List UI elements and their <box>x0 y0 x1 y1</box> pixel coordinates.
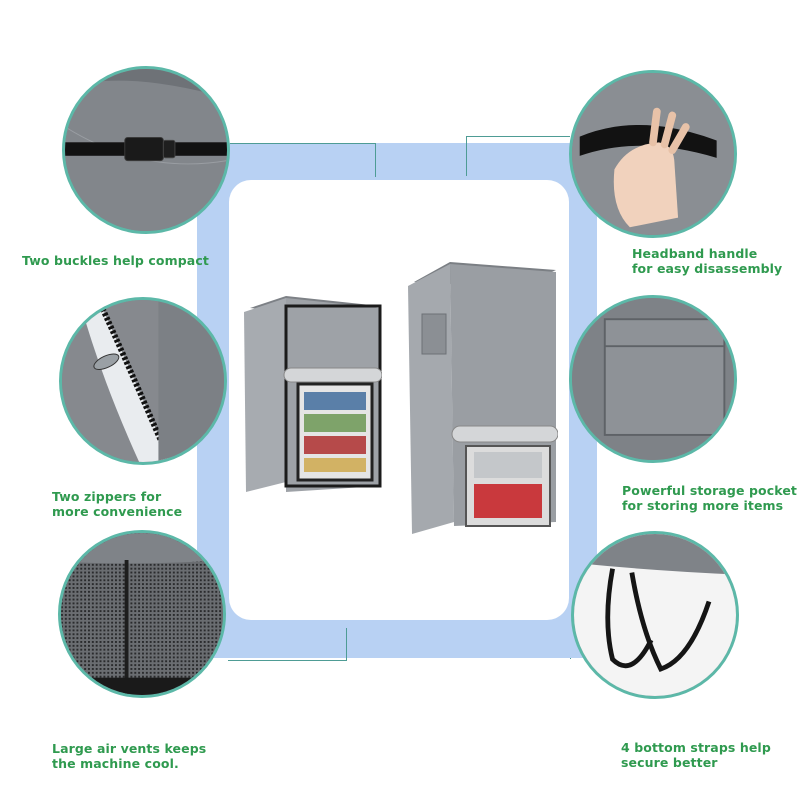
caption-buckles: Two buckles help compact <box>22 253 209 268</box>
straps-detail-circle <box>571 531 739 699</box>
buckle-detail-image <box>65 69 227 231</box>
connector-line <box>570 658 571 659</box>
tall-fridge-cover <box>406 262 559 536</box>
connector-line <box>466 136 467 176</box>
connector-line <box>230 143 376 144</box>
caption-zippers: Two zippers for more convenience <box>52 489 183 519</box>
connector-line <box>346 628 347 661</box>
pocket-detail-image <box>572 298 734 460</box>
vents-detail-circle <box>58 530 226 698</box>
caption-pocket: Powerful storage pocket for storing more… <box>622 483 797 513</box>
handle-detail-image <box>572 73 734 235</box>
short-fridge-cover <box>242 296 383 494</box>
caption-straps: 4 bottom straps help secure better <box>621 740 771 770</box>
zipper-detail-image <box>62 300 224 462</box>
vents-detail-image <box>61 533 223 695</box>
handle-detail-circle <box>569 70 737 238</box>
connector-line <box>466 136 570 137</box>
connector-line <box>228 660 346 661</box>
connector-line <box>375 143 376 177</box>
pocket-detail-circle <box>569 295 737 463</box>
buckle-detail-circle <box>62 66 230 234</box>
zipper-detail-circle <box>59 297 227 465</box>
caption-vents: Large air vents keeps the machine cool. <box>52 741 207 771</box>
caption-handle: Headband handle for easy disassembly <box>632 246 783 276</box>
straps-detail-image <box>574 534 736 696</box>
